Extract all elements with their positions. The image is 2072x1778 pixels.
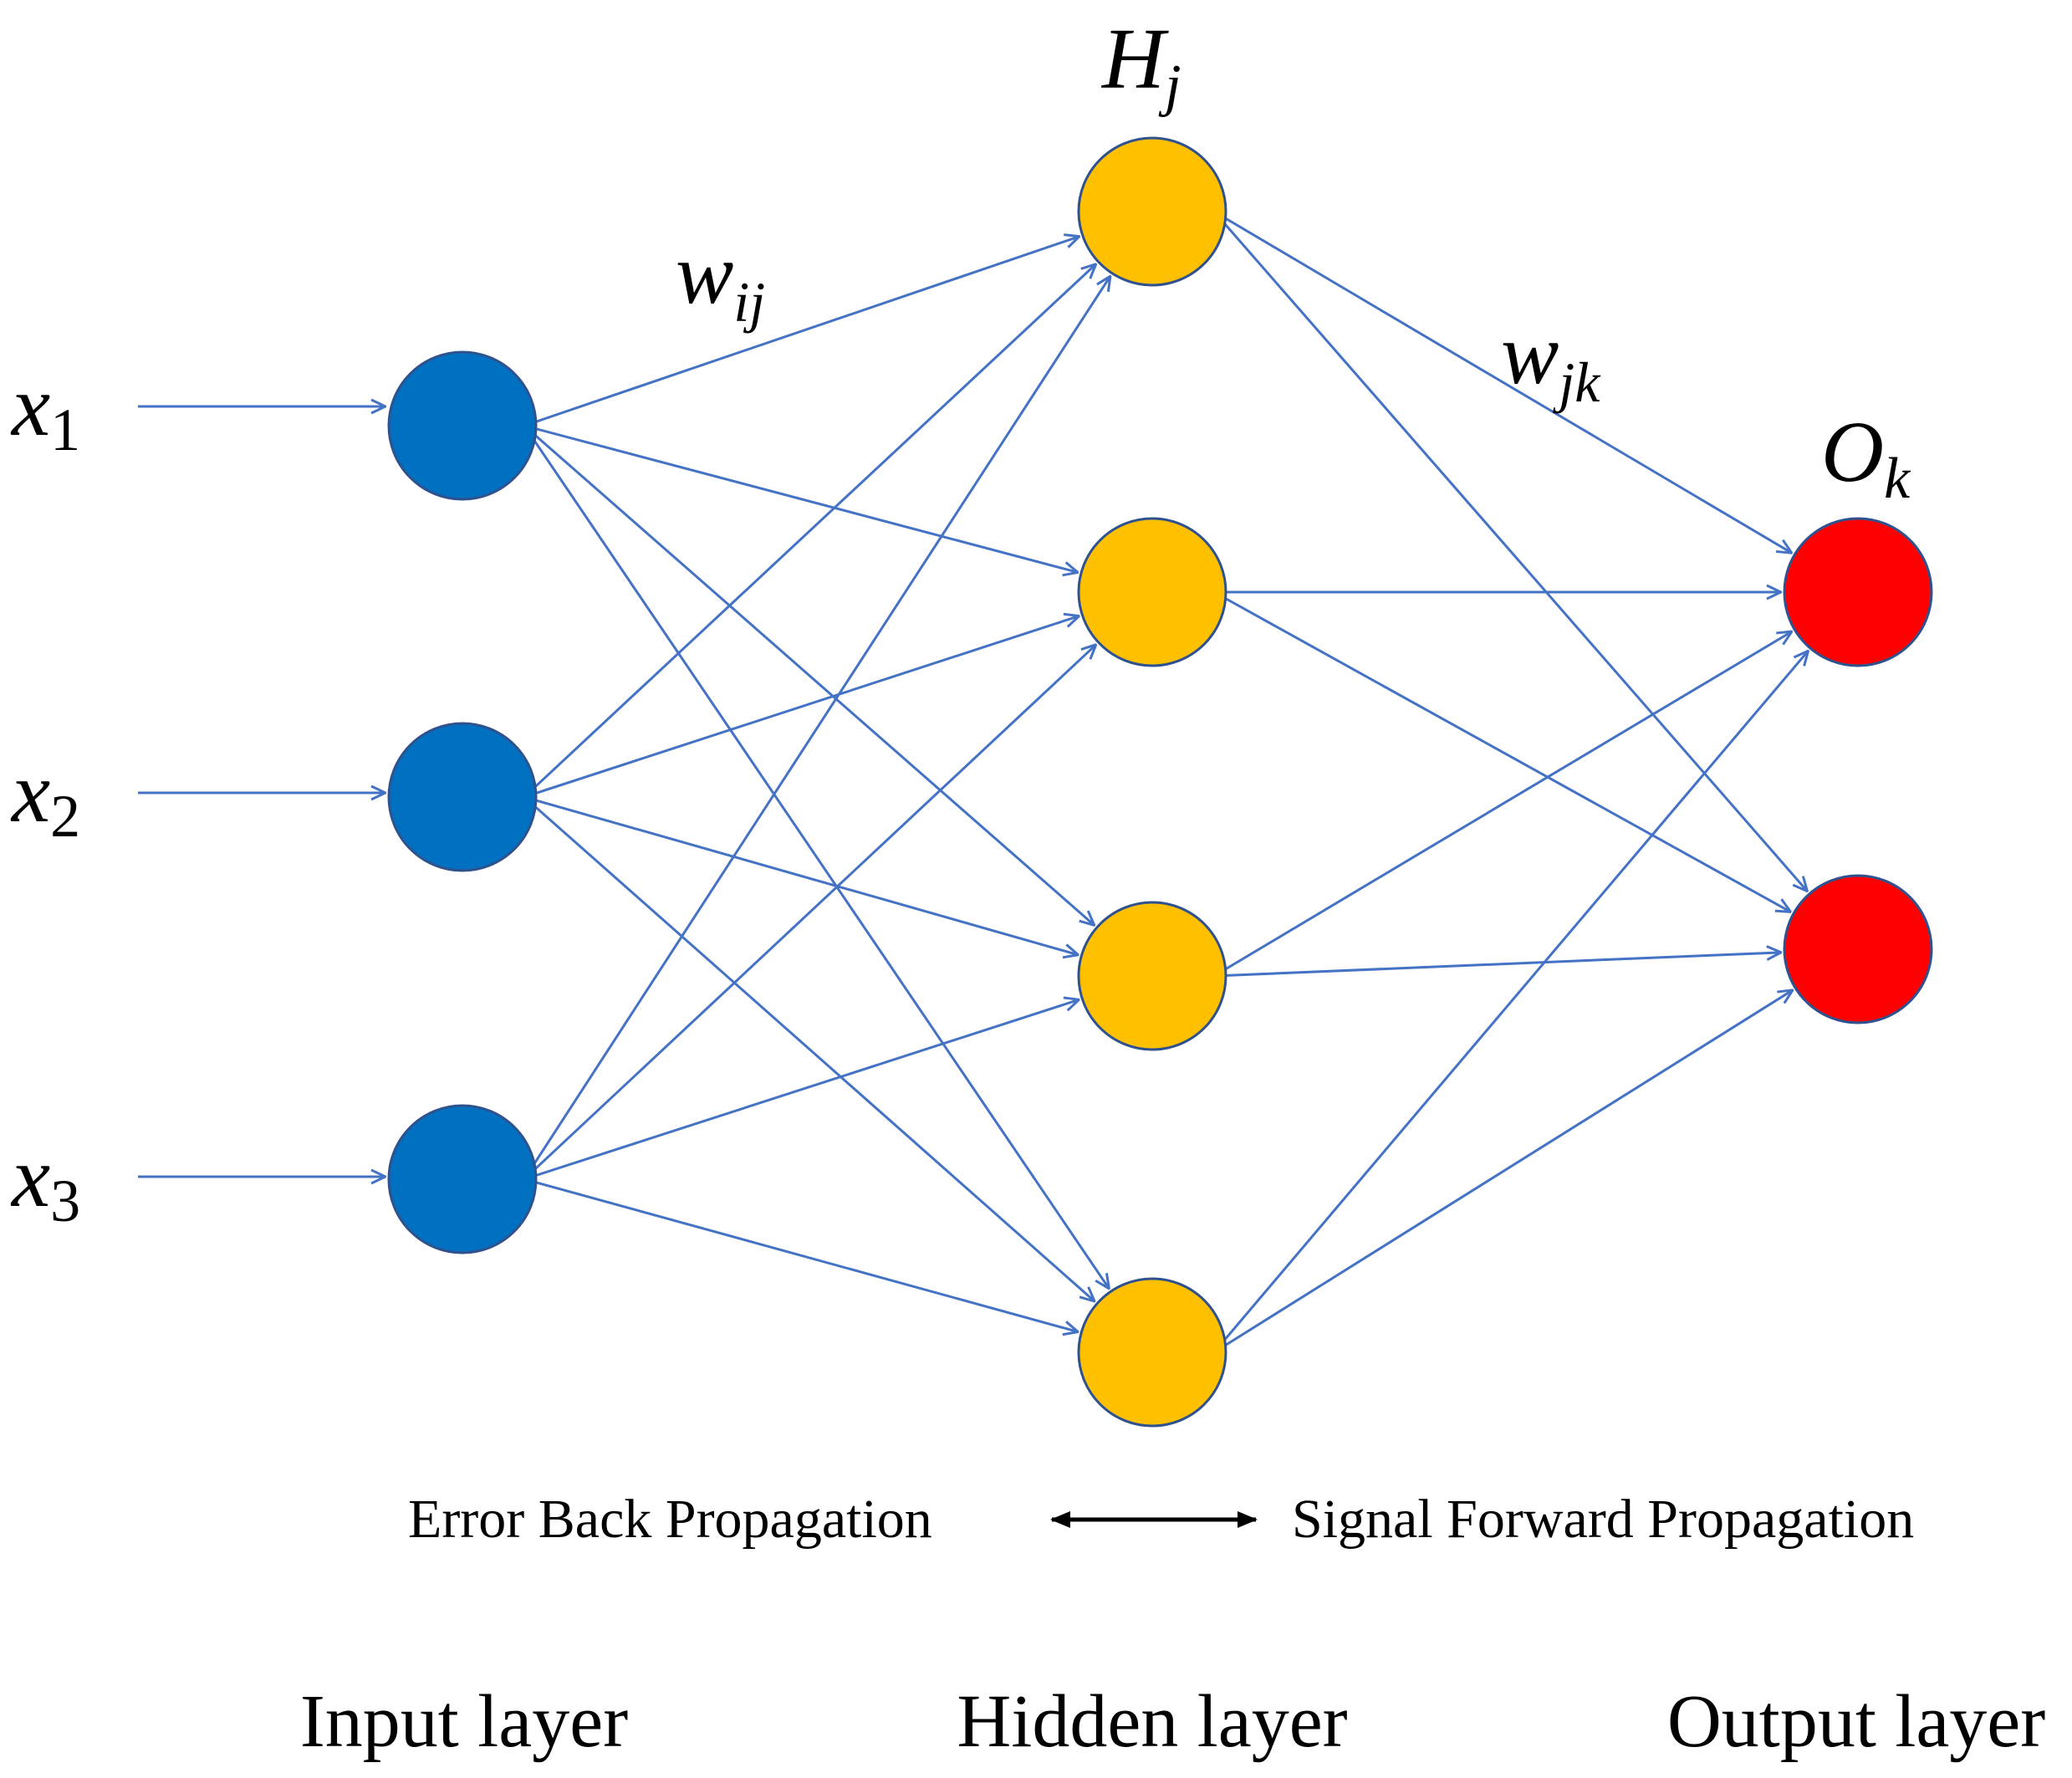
edge-hidden-4-output-1	[1212, 651, 1809, 1353]
input-node-3	[387, 1104, 538, 1254]
hidden-layer-label: Hidden layer	[957, 1680, 1347, 1763]
hidden-node-2	[1077, 517, 1227, 667]
edge-hidden-1-output-2	[1212, 211, 1807, 892]
nodes	[387, 136, 1933, 1428]
edge-hidden-3-output-2	[1213, 953, 1781, 978]
weight-jk-label: wjk	[1501, 306, 1601, 414]
error-back-propagation-label: Error Back Propagation	[408, 1489, 932, 1550]
edge-input-1-hidden-4	[523, 425, 1109, 1289]
edge-input-2-hidden-4	[523, 795, 1095, 1301]
edge-hidden-4-output-2	[1213, 990, 1793, 1354]
signal-forward-propagation-label: Signal Forward Propagation	[1292, 1489, 1914, 1550]
edge-input-3-hidden-1	[523, 276, 1110, 1180]
hidden-node-1	[1077, 136, 1227, 287]
input-label-x2: x2	[10, 744, 80, 850]
input-node-2	[387, 722, 538, 872]
edge-input-3-hidden-4	[523, 1178, 1078, 1332]
edge-hidden-3-output-1	[1213, 631, 1792, 978]
output-node-1	[1783, 517, 1933, 667]
hidden-node-label: Hj	[1100, 11, 1181, 118]
connections	[523, 210, 1809, 1354]
output-node-label: Ok	[1821, 404, 1911, 511]
hidden-node-3	[1077, 901, 1227, 1051]
edge-hidden-2-output-2	[1213, 590, 1791, 912]
edge-input-2-hidden-2	[523, 616, 1079, 799]
edge-input-1-hidden-3	[523, 424, 1095, 925]
input-layer-label: Input layer	[300, 1680, 628, 1763]
output-layer-label: Output layer	[1667, 1680, 2045, 1763]
input-label-x1: x1	[10, 358, 80, 463]
hidden-node-4	[1077, 1277, 1227, 1428]
weight-ij-label: wij	[676, 226, 765, 334]
edge-input-2-hidden-1	[523, 264, 1096, 799]
input-arrows	[138, 406, 385, 1177]
edge-input-1-hidden-2	[523, 424, 1078, 572]
input-node-1	[387, 350, 538, 501]
edge-hidden-1-output-1	[1213, 210, 1792, 553]
edge-input-2-hidden-3	[523, 795, 1079, 955]
edge-input-3-hidden-3	[523, 999, 1079, 1181]
input-label-x3: x3	[10, 1129, 80, 1234]
edge-input-1-hidden-1	[523, 237, 1079, 427]
edge-input-3-hidden-2	[523, 645, 1096, 1181]
output-node-2	[1783, 874, 1933, 1024]
